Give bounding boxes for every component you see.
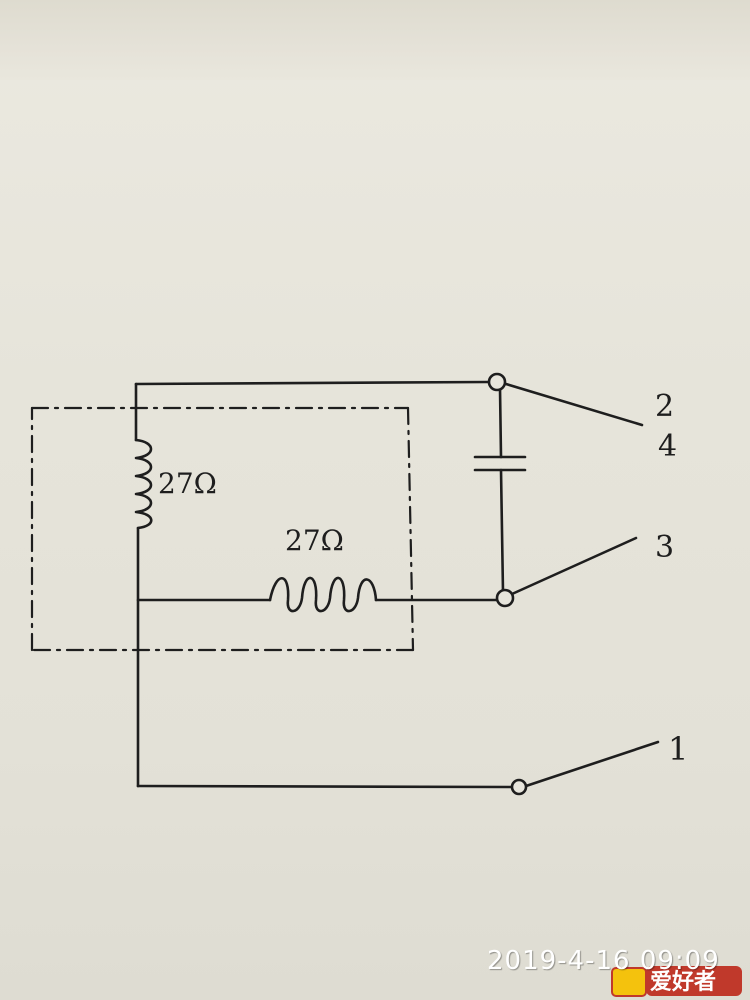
terminal-node-middle [495, 588, 515, 608]
terminal-2-label: 2 [655, 389, 675, 424]
watermark-text: 爱好者 [650, 970, 717, 995]
capacitor-wire-top [498, 386, 503, 459]
photo-timestamp: 2019-4-16 09:09 [487, 946, 720, 976]
paper-edge-shadow [0, 0, 750, 80]
terminal-3-label: 3 [655, 530, 675, 565]
resistor-resistance-label: 27Ω [285, 524, 344, 557]
terminal-4-label: 4 [658, 429, 678, 464]
top-wire [134, 380, 490, 386]
capacitor-wire-bottom [499, 468, 505, 594]
resistor-squiggle [268, 576, 378, 613]
terminal-node-top [487, 372, 507, 392]
inductor-coil [134, 438, 153, 530]
switch-arm-3 [510, 536, 638, 596]
switch-arm-1 [524, 740, 660, 788]
bottom-wire [136, 784, 514, 789]
switch-arm-2-4 [504, 382, 644, 427]
coil-resistance-label: 27Ω [158, 467, 217, 500]
terminal-node-bottom [510, 778, 528, 796]
terminal-1-label: 1 [668, 730, 689, 768]
dash-dot-enclosure [30, 406, 415, 652]
watermark-logo-shape [611, 966, 742, 997]
